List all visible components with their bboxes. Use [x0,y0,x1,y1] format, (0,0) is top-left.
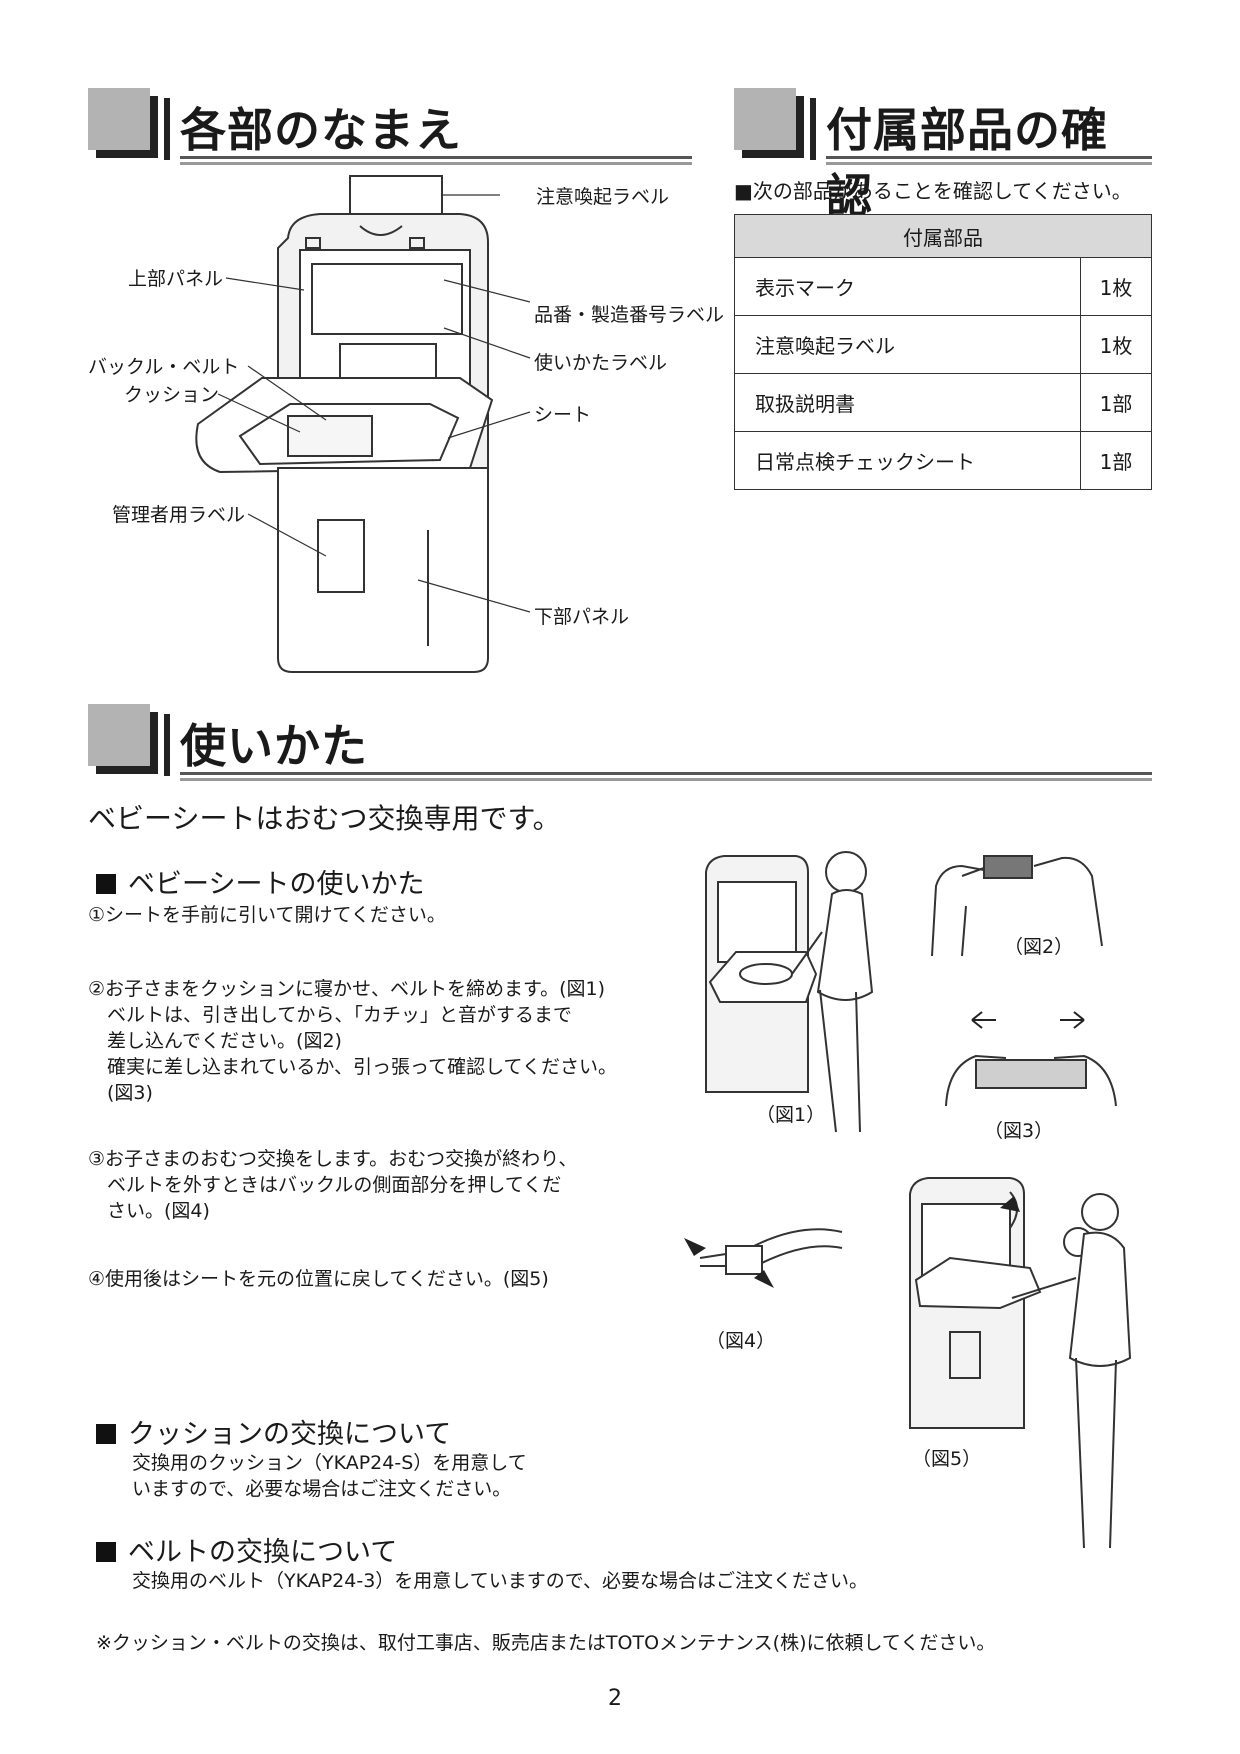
table-row: 表示マーク 1枚 [734,257,1152,316]
section-header-accessories: 付属部品の確認 [734,88,1154,223]
parts-table: 付属部品 表示マーク 1枚 注意喚起ラベル 1枚 取扱説明書 1部 日常点検チェ… [734,214,1152,490]
figure-1-caption: （図1） [756,1104,826,1126]
baby-seat-parts-diagram [195,175,500,673]
square-bullet-icon [96,1542,116,1562]
section-header-parts-names: 各部のなまえ [88,88,698,168]
label-seat: シート [534,404,592,426]
step-4: ④使用後はシートを元の位置に戻してください。(図5) [88,1268,549,1290]
usage-lead: ベビーシートはおむつ交換専用です。 [88,802,561,835]
step-3: ③お子さまのおむつ交換をします。おむつ交換が終わり、 ベルトを外すときはバックル… [88,1148,578,1222]
accessories-intro: ■次の部品があることを確認してください。 [734,179,1132,203]
step-2: ②お子さまをクッションに寝かせ、ベルトを締めます。(図1) ベルトは、引き出して… [88,978,617,1104]
cushion-replace-text: 交換用のクッション（YKAP24-S）を用意して いますので、必要な場合はご注文… [132,1452,527,1500]
page-number: 2 [608,1686,622,1711]
table-row: 取扱説明書 1部 [734,373,1152,432]
label-caution-label: 注意喚起ラベル [536,186,670,208]
figure-3-caption: （図3） [984,1120,1054,1142]
parts-table-header: 付属部品 [734,214,1152,258]
figure-4-illustration [684,1228,843,1288]
figure-5-caption: （図5） [912,1448,982,1470]
label-upper-panel: 上部パネル [128,268,224,290]
header-square-icon [88,88,150,150]
label-model-serial: 品番・製造番号ラベル [534,304,725,326]
header-square-icon [88,704,150,766]
label-cushion: クッション [124,384,220,406]
subheading-cushion-replace: クッションの交換について [96,1412,451,1451]
subheading-belt-replace: ベルトの交換について [96,1530,397,1569]
label-admin-label: 管理者用ラベル [112,504,246,526]
table-row: 注意喚起ラベル 1枚 [734,315,1152,374]
figure-2-caption: （図2） [1004,936,1074,958]
subheading-baby-seat: ベビーシートの使いかた [96,862,424,901]
figure-5-illustration [909,1177,1132,1549]
square-bullet-icon [96,1424,116,1444]
section-title: 使いかた [180,719,368,773]
label-buckle-belt: バックル・ベルト [88,356,240,378]
square-bullet-icon [96,874,116,894]
figure-3-illustration [945,1011,1117,1107]
label-usage-label: 使いかたラベル [534,352,668,374]
label-lower-panel: 下部パネル [534,606,630,628]
replacement-note: ※クッション・ベルトの交換は、取付工事店、販売店またはTOTOメンテナンス(株)… [96,1632,996,1654]
figure-1-illustration [705,851,874,1133]
table-row: 日常点検チェックシート 1部 [734,431,1152,490]
header-square-icon [734,88,796,150]
leader-lines [217,277,531,613]
figure-2-illustration [931,855,1103,957]
section-title: 各部のなまえ [180,103,462,157]
section-header-usage: 使いかた [88,704,1158,784]
belt-replace-text: 交換用のベルト（YKAP24-3）を用意していますので、必要な場合はご注文くださ… [132,1570,868,1592]
step-1: ①シートを手前に引いて開けてください。 [88,904,446,926]
figure-4-caption: （図4） [706,1330,776,1352]
